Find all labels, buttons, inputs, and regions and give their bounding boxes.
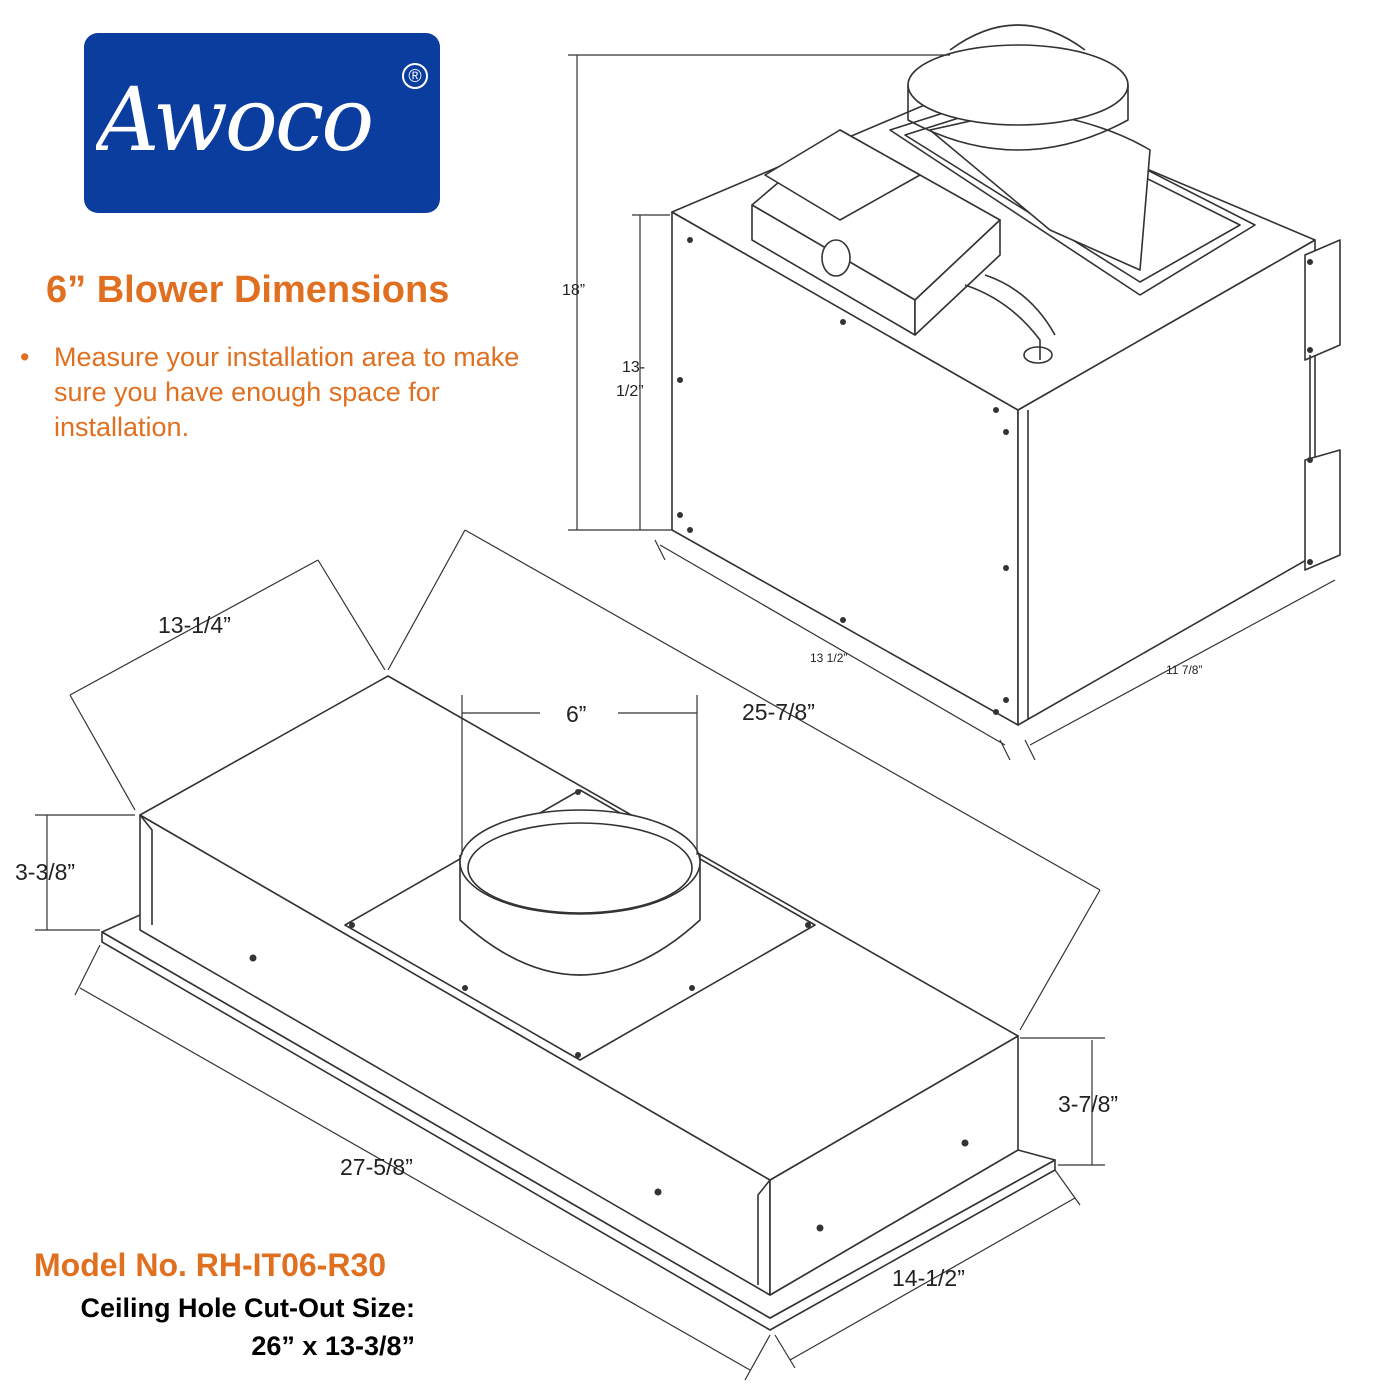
dimension-labels: 18” 13- 1/2” 13 1/2” 11 7/8” 13-1/4” 25-… [15,282,1202,1291]
hood-insert-drawing [101,675,1056,1331]
hood-height-left-label: 3-3/8” [15,859,75,885]
registered-mark: ® [402,63,428,89]
duct-diameter-label: 6” [566,701,586,727]
logo-wordmark: Awoco [96,68,374,171]
box-height-label-1: 13- [622,359,645,376]
bullet-marker: • [20,342,30,372]
awoco-logo: Awoco ® [84,33,440,213]
flange-length-label: 27-5/8” [340,1154,413,1180]
box-width-label: 13 1/2” [810,651,847,665]
total-height-label: 18” [562,282,585,299]
dimension-lines [35,54,1336,1381]
page-title: 6” Blower Dimensions [46,269,450,311]
flange-depth-label: 14-1/2” [892,1265,965,1291]
cutout-size-value: 26” x 13-3/8” [251,1331,415,1361]
box-height-label-2: 1/2” [616,383,644,400]
hood-length-label: 25-7/8” [742,699,815,725]
hood-height-right-label: 3-7/8” [1058,1091,1118,1117]
bullet-text: Measure your installation area to make s… [54,342,520,442]
box-depth-label: 11 7/8” [1166,663,1202,677]
bullet-note: • Measure your installation area to make… [20,340,520,450]
hood-depth-label: 13-1/4” [158,612,231,638]
cutout-size-label: Ceiling Hole Cut-Out Size: [80,1293,416,1323]
blower-unit-drawing [671,24,1341,726]
model-number: Model No. RH-IT06-R30 [34,1247,387,1283]
